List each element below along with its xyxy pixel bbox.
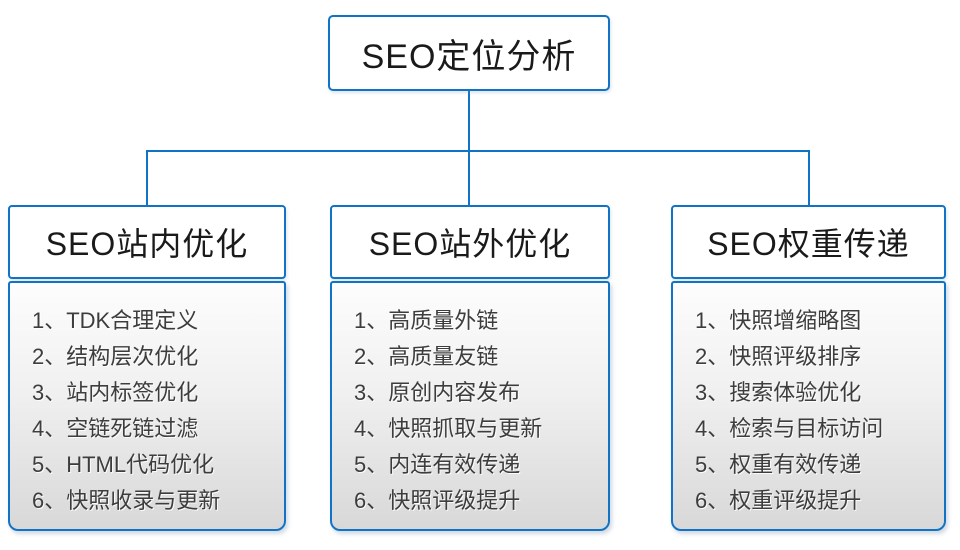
branch-title: SEO权重传递 bbox=[707, 226, 910, 262]
tree-connector-right-drop bbox=[808, 150, 810, 207]
branch-title: SEO站外优化 bbox=[368, 226, 572, 262]
branch-title: SEO站内优化 bbox=[45, 226, 249, 262]
branch-header-weight: SEO权重传递 bbox=[671, 205, 946, 279]
branch-list-onsite: 1、TDK合理定义 2、结构层次优化 3、站内标签优化 4、空链死链过滤 5、H… bbox=[8, 281, 286, 531]
list-item: 5、HTML代码优化 bbox=[32, 452, 215, 477]
tree-connector-left-drop bbox=[146, 150, 148, 207]
list-item: 5、内连有效传递 bbox=[354, 452, 521, 477]
tree-connector-horizontal bbox=[146, 150, 810, 152]
list-item: 4、空链死链过滤 bbox=[32, 416, 199, 441]
list-item: 2、结构层次优化 bbox=[32, 344, 199, 369]
list-item: 5、权重有效传递 bbox=[695, 452, 862, 477]
list-item: 1、快照增缩略图 bbox=[695, 308, 862, 333]
list-item: 6、快照收录与更新 bbox=[32, 488, 221, 513]
list-item: 3、原创内容发布 bbox=[354, 380, 521, 405]
list-item: 2、快照评级排序 bbox=[695, 344, 862, 369]
branch-weight-transfer: SEO权重传递 1、快照增缩略图 2、快照评级排序 3、搜索体验优化 4、检索与… bbox=[671, 205, 946, 531]
root-node-title: SEO定位分析 bbox=[361, 37, 577, 76]
list-item: 2、高质量友链 bbox=[354, 344, 499, 369]
root-node-seo-positioning: SEO定位分析 bbox=[328, 15, 610, 91]
list-item: 1、TDK合理定义 bbox=[32, 308, 199, 333]
branch-list-weight: 1、快照增缩略图 2、快照评级排序 3、搜索体验优化 4、检索与目标访问 5、权… bbox=[671, 281, 946, 531]
branch-list-offsite: 1、高质量外链 2、高质量友链 3、原创内容发布 4、快照抓取与更新 5、内连有… bbox=[330, 281, 610, 531]
branch-header-offsite: SEO站外优化 bbox=[330, 205, 610, 279]
list-item: 6、快照评级提升 bbox=[354, 488, 521, 513]
branch-onsite-optimization: SEO站内优化 1、TDK合理定义 2、结构层次优化 3、站内标签优化 4、空链… bbox=[8, 205, 286, 531]
list-item: 6、权重评级提升 bbox=[695, 488, 862, 513]
list-item: 4、检索与目标访问 bbox=[695, 416, 884, 441]
tree-connector-middle-drop bbox=[468, 150, 470, 207]
list-item: 3、搜索体验优化 bbox=[695, 380, 862, 405]
branch-offsite-optimization: SEO站外优化 1、高质量外链 2、高质量友链 3、原创内容发布 4、快照抓取与… bbox=[330, 205, 610, 531]
list-item: 4、快照抓取与更新 bbox=[354, 416, 543, 441]
list-item: 3、站内标签优化 bbox=[32, 380, 199, 405]
tree-connector-root-drop bbox=[468, 91, 470, 151]
branch-header-onsite: SEO站内优化 bbox=[8, 205, 286, 279]
list-item: 1、高质量外链 bbox=[354, 308, 499, 333]
